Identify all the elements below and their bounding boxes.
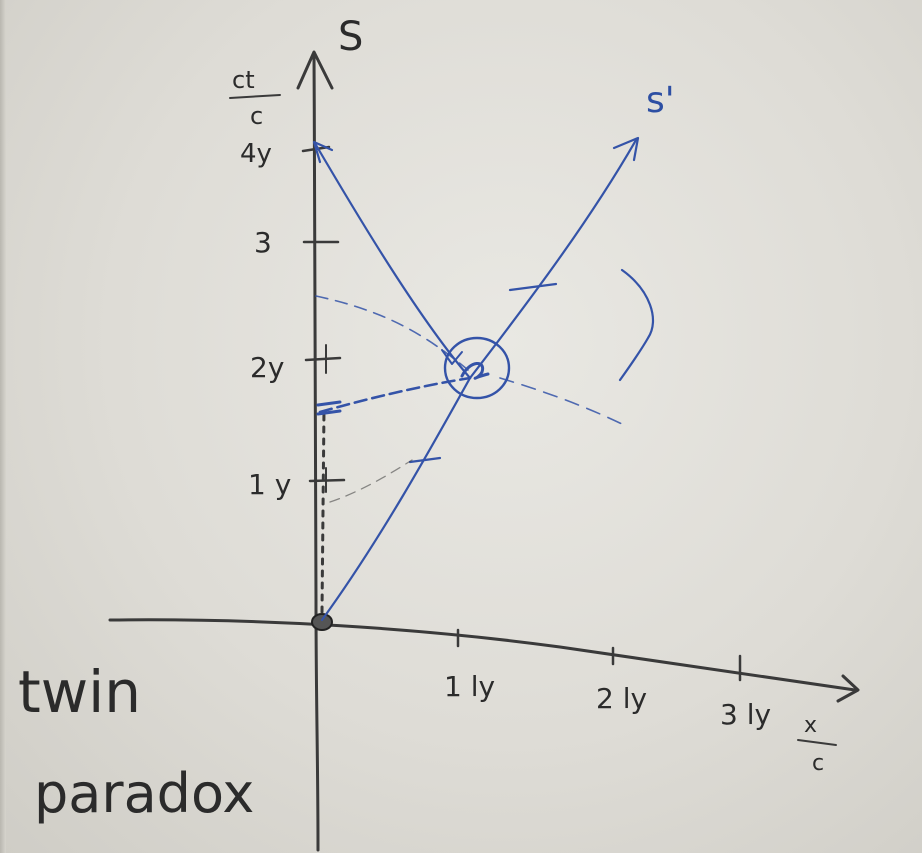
simultaneity-outbound [315,295,469,371]
turnaround-scribble [460,362,490,380]
gap-bracket [618,268,655,382]
title-line-1: twin [18,658,141,726]
ct-axis-arrowhead [296,50,334,90]
return-arrowhead [312,140,334,164]
simultaneity-1y [329,459,413,503]
y-tick-label-2y: 2y [250,351,284,384]
x-axis-label-numerator: x [804,713,817,738]
frame-s-prime-label: s' [646,80,675,121]
x-tick-label-1ly: 1 ly [444,670,495,703]
turnaround-arrow [441,349,463,365]
travel-tick-1 [408,456,442,464]
turnaround-circle [443,336,511,400]
x-axis-label-denominator: c [812,751,824,776]
frame-s-label: S [338,14,363,60]
ct-axis [312,53,320,852]
home-twin-worldline [320,408,326,614]
travel-tick-2 [508,282,558,292]
tick-2y [304,356,342,362]
s-prime-worldline [468,138,638,380]
outbound-worldline [320,376,472,622]
gap-mark-upper [316,400,342,407]
y-tick-label-4y: 4y [240,139,272,169]
x-axis-label-bar [797,739,837,746]
origin-dot [311,613,333,631]
y-axis-label-numerator: ct [232,66,255,94]
x-tick-label-3ly: 3 ly [720,698,771,731]
y-tick-label-1y: 1 y [248,468,291,501]
gap-mark-lower [316,409,342,416]
return-worldline [314,143,472,380]
x-tick-label-2ly: 2 ly [596,682,647,715]
title-line-2: paradox [34,762,254,825]
simultaneity-2y-marked [318,376,472,414]
x-axis-arrowhead [836,674,860,703]
y-axis-label-denominator: c [250,102,263,130]
s-prime-arrowhead [612,136,640,162]
simultaneity-return [499,377,623,425]
y-tick-label-3: 3 [254,226,272,259]
x-axis [108,618,857,692]
y-axis-label-bar [229,94,281,99]
